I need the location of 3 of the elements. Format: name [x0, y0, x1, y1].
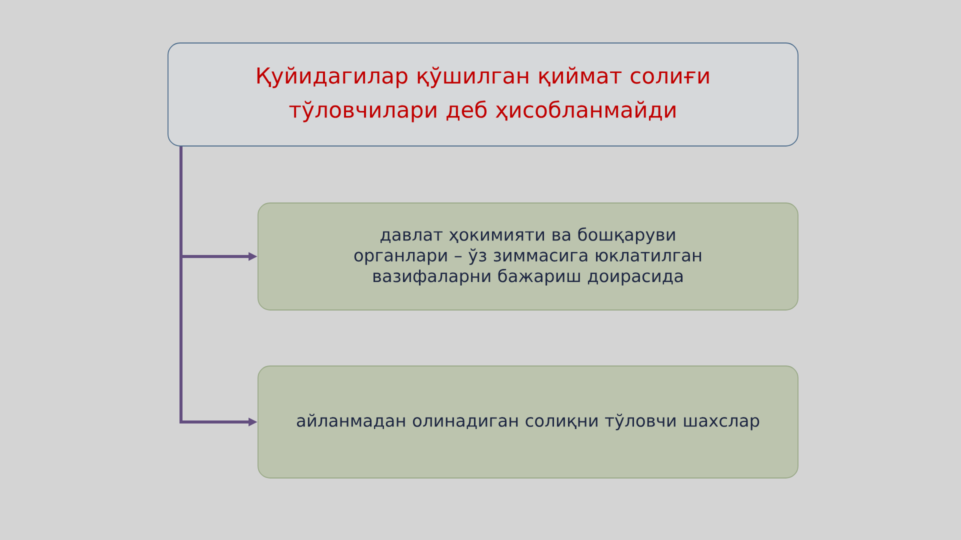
heading-box: Қуйидагилар қўшилган қиймат солиғи тўловчилари деб ҳисобланмайди	[168, 42, 798, 146]
content-box: айланмадан олинадиган солиқни тўловчи шахслар	[258, 366, 798, 478]
content-box: давлат ҳокимияти ва бошқаруви органлари – ўз зиммасига юклатилган вазифаларни бажариш доирасида	[258, 202, 798, 310]
